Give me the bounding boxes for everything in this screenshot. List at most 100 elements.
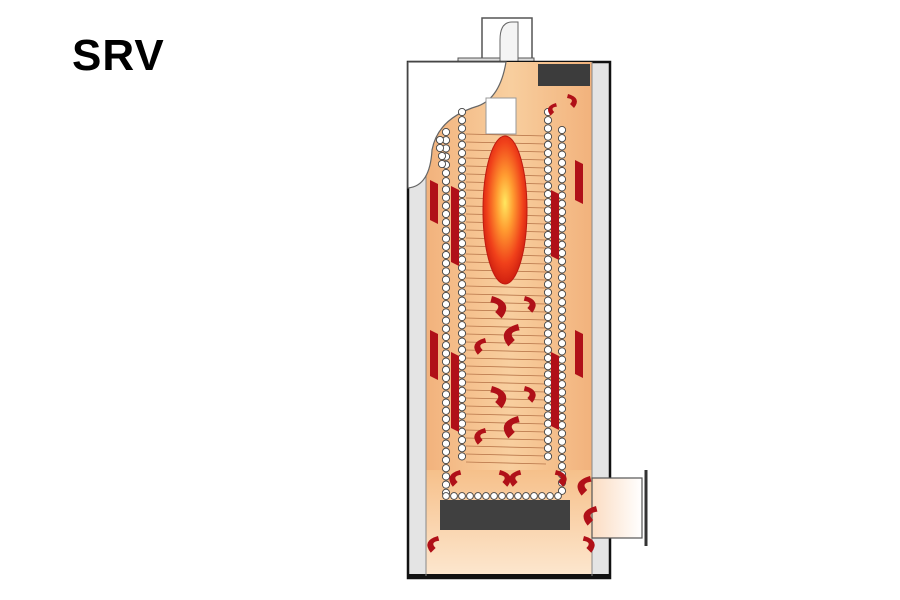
coil-tube xyxy=(557,363,567,372)
flow-arrow xyxy=(575,160,583,204)
coil-tube xyxy=(441,259,451,268)
coil-tube xyxy=(441,480,451,489)
top-stack xyxy=(457,17,535,65)
flow-arrow xyxy=(449,470,462,487)
coil-tube xyxy=(457,157,467,166)
coil-tube xyxy=(557,175,567,184)
coil-tube xyxy=(441,127,451,137)
coil-tube xyxy=(441,177,451,186)
coil-tube xyxy=(457,312,467,322)
flow-arrow xyxy=(498,470,511,487)
coil-tube xyxy=(557,371,567,381)
coil-tube xyxy=(457,206,467,215)
coil-tube xyxy=(441,300,451,309)
coil-tube xyxy=(457,263,467,272)
coil-tube xyxy=(457,148,467,158)
coil-tube xyxy=(441,447,451,456)
coil-tube xyxy=(557,429,567,438)
bottom-baffle xyxy=(440,500,570,530)
flow-arrow xyxy=(583,506,598,526)
coil-tube xyxy=(557,142,567,151)
coil-tube xyxy=(557,289,567,299)
coil-tubes-right-outer xyxy=(557,125,567,495)
coil-tube xyxy=(557,248,567,258)
coil-tube xyxy=(457,222,467,231)
coil-tube xyxy=(557,199,567,208)
coil-tube xyxy=(457,435,467,445)
coil-tube xyxy=(530,492,538,500)
coil-tube xyxy=(441,242,451,251)
coil-tube xyxy=(543,419,553,428)
coil-tube xyxy=(543,222,553,231)
coil-tube xyxy=(557,396,567,405)
coil-tube xyxy=(557,207,567,217)
coil-line xyxy=(465,445,547,449)
coil-tube xyxy=(457,452,467,461)
coil-tube xyxy=(557,437,567,446)
coil-tube xyxy=(543,444,553,453)
coil-tube xyxy=(441,332,451,342)
coil-tube xyxy=(457,411,467,420)
coil-tube xyxy=(543,304,553,313)
coil-tube xyxy=(543,296,553,305)
coil-tube xyxy=(457,214,467,223)
coil-tube xyxy=(557,306,567,315)
coil-tube xyxy=(441,455,451,465)
coil-tube xyxy=(457,124,467,133)
coil-line xyxy=(465,405,547,409)
coil-tube xyxy=(457,271,467,281)
coil-line xyxy=(465,381,547,385)
coil-tube xyxy=(543,230,553,240)
coil-tube xyxy=(457,386,467,395)
coil-tube xyxy=(543,288,553,297)
coil-tube xyxy=(543,378,553,387)
coil-tube xyxy=(457,296,467,305)
coil-tube xyxy=(441,234,451,243)
coil-tube xyxy=(457,353,467,363)
coil-tube xyxy=(557,232,567,241)
coil-tube xyxy=(441,308,451,317)
flow-arrow xyxy=(582,536,595,553)
coil-tube xyxy=(543,198,553,207)
coil-tube xyxy=(543,206,553,215)
coil-tube xyxy=(441,357,451,366)
coil-tube xyxy=(457,329,467,338)
coil-tube xyxy=(557,281,567,290)
coil-tube xyxy=(557,150,567,159)
coil-tube xyxy=(441,324,451,333)
coil-line xyxy=(465,461,547,465)
coil-tube xyxy=(557,347,567,356)
flow-arrow xyxy=(430,330,438,380)
coil-tube xyxy=(457,230,467,240)
coil-tube xyxy=(457,370,467,379)
coil-tube xyxy=(514,492,522,500)
coil-tube xyxy=(441,406,451,415)
coil-tube xyxy=(543,255,553,264)
coil-tube xyxy=(543,337,553,346)
flow-arrow xyxy=(567,94,577,108)
coil-tube xyxy=(441,423,451,432)
flow-arrow xyxy=(577,476,592,496)
flow-arrow xyxy=(554,470,567,487)
coil-tube xyxy=(557,404,567,413)
coil-tube xyxy=(557,412,567,422)
coil-tube xyxy=(543,173,553,182)
coil-line xyxy=(465,453,547,457)
flow-arrow xyxy=(503,324,520,347)
coil-line xyxy=(465,133,547,137)
coil-tube xyxy=(543,148,553,158)
coil-tube xyxy=(457,132,467,141)
flow-arrow xyxy=(503,416,520,439)
coil-tube xyxy=(557,314,567,323)
coil-tube xyxy=(543,427,553,436)
coil-tube xyxy=(557,421,567,430)
flame-icon xyxy=(482,135,528,285)
coil-tube xyxy=(557,298,567,307)
coil-tube xyxy=(441,209,451,219)
coil-tube xyxy=(490,492,498,500)
coil-tube xyxy=(543,353,553,363)
coil-tube xyxy=(441,193,451,202)
coil-tubes-left-outer xyxy=(435,127,451,497)
coil-tube xyxy=(441,226,451,235)
